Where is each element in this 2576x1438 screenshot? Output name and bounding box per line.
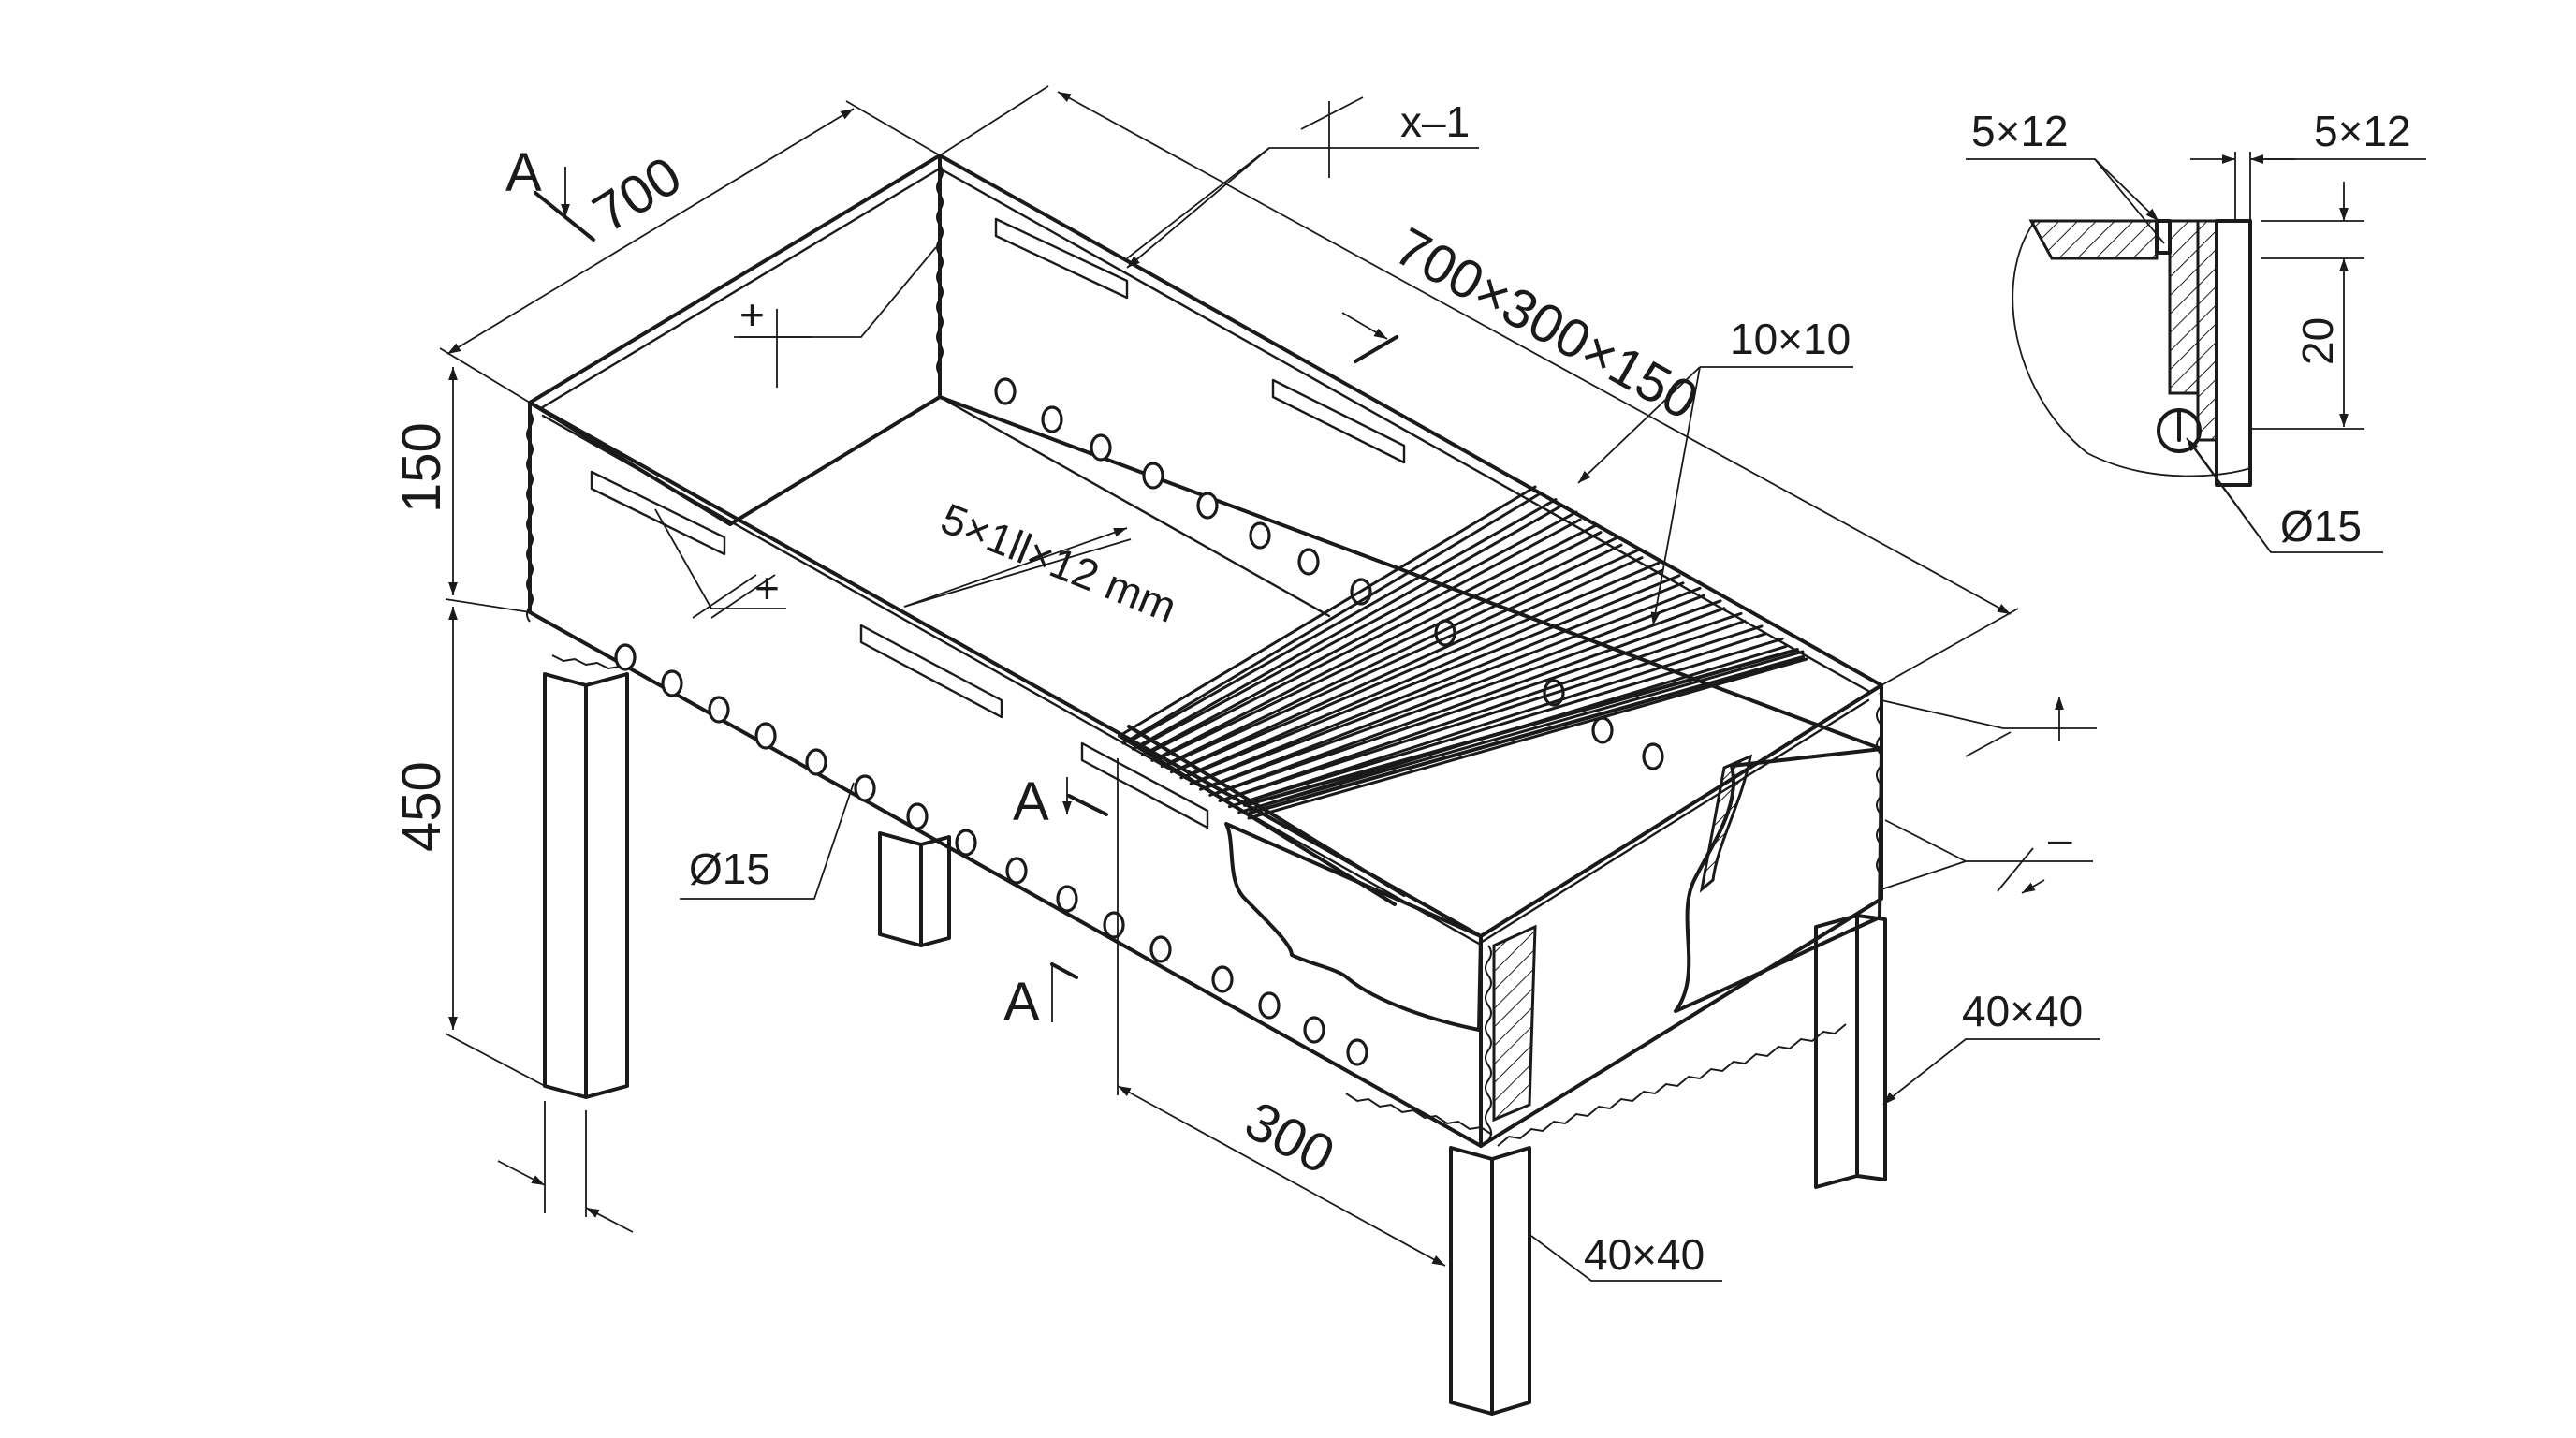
sym-x-minus-one: x–1 bbox=[1400, 97, 1470, 146]
section-mark-top: A bbox=[505, 142, 542, 203]
dim-box-height: 150 bbox=[391, 422, 452, 513]
detail-view: 20 5×12 5×12 Ø15 bbox=[1966, 107, 2426, 553]
dim-grid-size: 700×300×150 bbox=[1385, 216, 1708, 432]
dim-rod: 10×10 bbox=[1730, 315, 1851, 363]
dim-width: 300 bbox=[1236, 1090, 1344, 1186]
detail-hole: Ø15 bbox=[2280, 502, 2362, 550]
grate-rod bbox=[1205, 599, 1722, 789]
grate-rod bbox=[1137, 510, 1578, 749]
grill-grate bbox=[1118, 485, 1808, 906]
dim-leg-section-front: 40×40 bbox=[1584, 1230, 1705, 1279]
dim-leg-section-side: 40×40 bbox=[1962, 987, 2083, 1035]
sym-plus-two: + bbox=[754, 564, 780, 612]
grate-rod bbox=[1234, 637, 1784, 807]
grate-rod bbox=[1156, 536, 1619, 761]
grate-rod-edge bbox=[1189, 581, 1685, 785]
grate-rod-edge bbox=[1208, 607, 1726, 797]
dim-hole-dia: Ø15 bbox=[689, 844, 770, 893]
sym-plus-one: + bbox=[739, 290, 765, 339]
grate-rod-edge bbox=[1198, 594, 1705, 791]
leg-front-left bbox=[543, 672, 629, 1099]
cutaway-front bbox=[1224, 822, 1483, 1032]
detail-slot-right: 5×12 bbox=[2314, 107, 2411, 155]
detail-height: 20 bbox=[2293, 317, 2342, 365]
grate-rod-edge bbox=[1247, 657, 1808, 820]
leg-front-right bbox=[1449, 1146, 1531, 1416]
dim-length: 700 bbox=[582, 145, 692, 244]
dim-leg-height: 450 bbox=[391, 761, 452, 852]
grate-rod bbox=[1214, 611, 1743, 796]
grate-rod bbox=[1194, 586, 1702, 784]
grate-rod-edge bbox=[1227, 632, 1767, 809]
box bbox=[526, 154, 1883, 1148]
sym-minus: – bbox=[2048, 814, 2072, 863]
grate-rod bbox=[1223, 624, 1764, 801]
front-holes bbox=[614, 643, 1368, 1066]
grate-rod-edge bbox=[1121, 492, 1541, 745]
section-mark-mid: A bbox=[1013, 771, 1049, 832]
section-mark-low: A bbox=[1003, 972, 1040, 1033]
grate-rod bbox=[1243, 650, 1805, 813]
leg-back-left bbox=[878, 831, 951, 947]
box-left-wall bbox=[528, 154, 942, 526]
leg-back-right bbox=[1814, 914, 1887, 1189]
grate-rod bbox=[1127, 498, 1558, 743]
detail-slot-left: 5×12 bbox=[1971, 107, 2069, 155]
grate-rod-edge bbox=[1218, 619, 1747, 803]
